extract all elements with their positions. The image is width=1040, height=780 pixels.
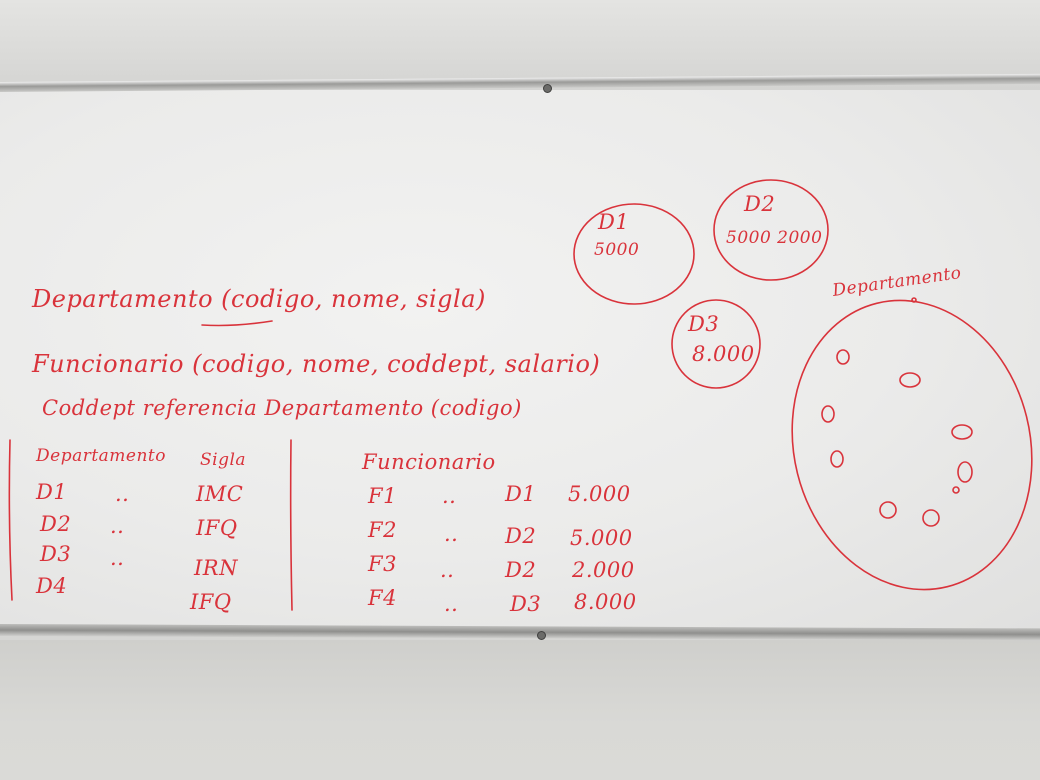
employee-row-code: F4 [368,586,397,610]
dept-row-code: D1 [36,480,68,504]
dept-row-sigla: IMC [196,482,244,506]
employee-row-code: F3 [368,552,397,576]
wall-bottom [0,640,1040,780]
foreign-key-note: Coddept referencia Departamento (codigo) [42,396,522,420]
employee-row-salary: 8.000 [574,590,637,614]
dept-row-sigla: IFQ [190,590,232,614]
frame-screw-icon [543,84,552,93]
codigo-underline [201,320,273,327]
employee-row-salary: 5.000 [568,482,631,506]
table-separator [289,439,293,611]
dept-row-code: D3 [40,542,72,566]
circle-d3 [671,299,761,389]
dept-row-dots: .. [115,482,130,506]
dept-row-dots: .. [110,514,125,538]
circle-d3-label: D3 [688,312,720,336]
left-table-header-sigla: Sigla [200,450,247,470]
departamento-schema: Departamento (codigo, nome, sigla) [32,285,486,313]
dept-row-code: D4 [36,574,68,598]
circle-d1 [573,203,695,305]
circle-d2-label: D2 [744,192,776,216]
circle-d1-value: 5000 [594,240,640,260]
employee-row-salary: 2.000 [572,558,635,582]
circle-d2-value: 5000 2000 [726,228,823,248]
dept-row-code: D2 [40,512,72,536]
left-table-header-departamento: Departamento [36,446,166,466]
employee-row-salary: 5.000 [570,526,633,550]
right-table-header-funcionario: Funcionario [362,450,496,474]
employee-row-dots: .. [440,558,455,582]
dept-row-sigla: IRN [194,556,238,580]
circle-d3-value: 8.000 [692,342,755,366]
employee-row-code: F2 [368,518,397,542]
departamento-set-ellipse [791,299,1033,591]
set-element-dots [821,297,973,527]
circle-d1-label: D1 [598,210,630,234]
employee-row-code: F1 [368,484,397,508]
employee-row-dept: D3 [510,592,542,616]
employee-row-dots: .. [442,484,457,508]
employee-row-dots: .. [444,592,459,616]
employee-row-dept: D1 [505,482,537,506]
employee-row-dept: D2 [505,524,537,548]
whiteboard [0,90,1040,628]
employee-row-dots: .. [444,522,459,546]
circle-d2 [713,179,829,281]
dept-row-dots: .. [110,546,125,570]
dept-row-sigla: IFQ [196,516,238,540]
frame-screw-icon [537,631,546,640]
funcionario-schema: Funcionario (codigo, nome, coddept, sala… [32,350,601,378]
left-table-edge [8,439,13,601]
employee-row-dept: D2 [505,558,537,582]
